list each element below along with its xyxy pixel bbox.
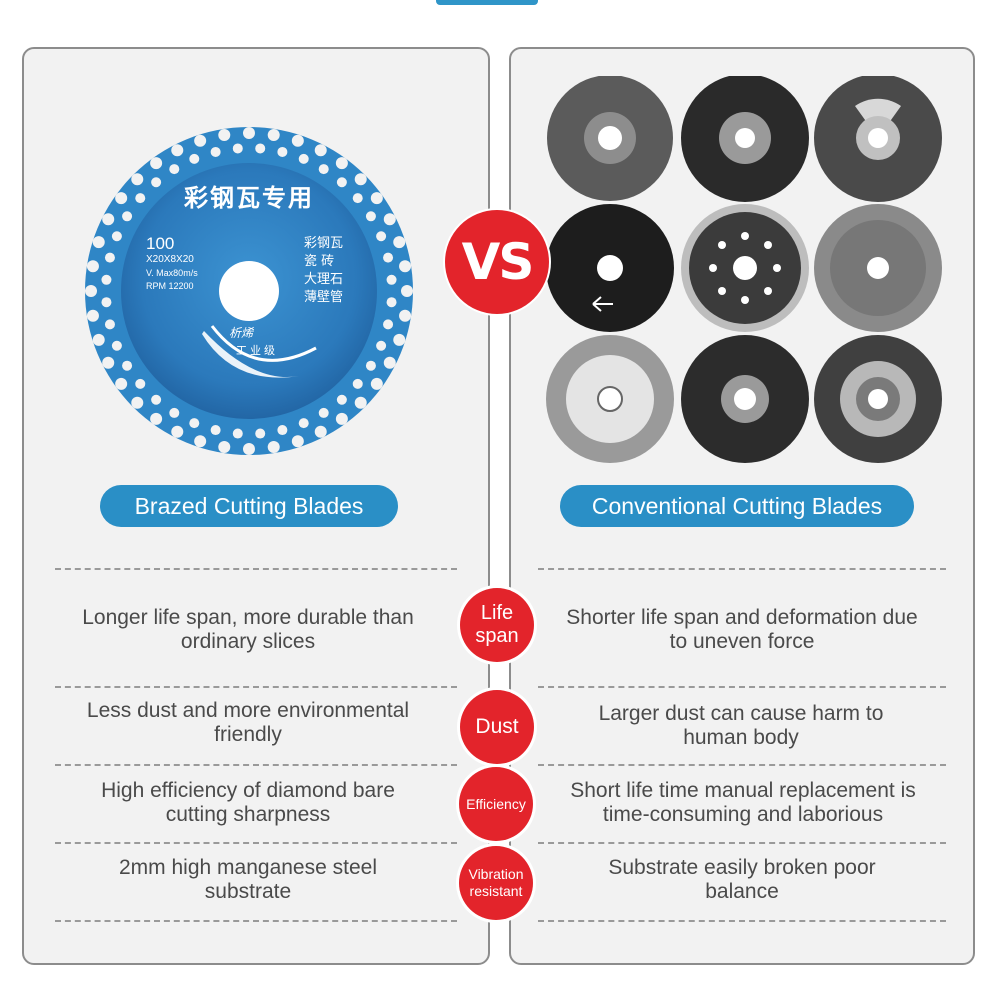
blade-side-line-4: 薄壁管	[304, 290, 344, 305]
blade-spec-1: X20X8X20	[146, 254, 194, 265]
divider	[538, 686, 946, 688]
blade-disc-4	[546, 204, 674, 332]
comparison-left-cell: High efficiency of diamond bare cutting …	[101, 779, 395, 826]
blade-disc-8	[681, 335, 809, 463]
comparison-left-cell: 2mm high manganese steel substrate	[119, 856, 377, 903]
top-tab-decoration	[436, 0, 538, 5]
comparison-badge: Life span	[460, 588, 534, 662]
conventional-blade-grid	[545, 74, 945, 466]
divider	[538, 920, 946, 922]
divider	[538, 764, 946, 766]
blade-side-line-1: 彩钢瓦	[304, 236, 344, 251]
blade-side-line-3: 大理石	[304, 272, 344, 287]
divider	[55, 920, 457, 922]
comparison-badge: Efficiency	[459, 767, 533, 841]
comparison-left-cell: Longer life span, more durable than ordi…	[82, 606, 414, 653]
divider	[538, 842, 946, 844]
divider	[55, 568, 457, 570]
blade-disc-1	[547, 75, 673, 201]
vs-badge: VS	[445, 210, 549, 314]
blade-side-line-2: 瓷 砖	[304, 254, 335, 269]
divider	[538, 568, 946, 570]
blade-disc-2	[681, 74, 809, 202]
blade-disc-5	[681, 204, 809, 332]
blade-disc-7	[546, 335, 674, 463]
comparison-right-cell: Substrate easily broken poor balance	[608, 856, 876, 903]
blade-disc-9	[814, 335, 942, 463]
comparison-badge: Vibration resistant	[459, 846, 533, 920]
blade-spec-2: V. Max80m/s	[146, 268, 198, 278]
brazed-blades-title: Brazed Cutting Blades	[100, 485, 398, 527]
divider	[55, 842, 457, 844]
blade-brand: 析烯	[229, 326, 254, 340]
blade-disc-3	[814, 74, 942, 202]
blade-disc-6	[814, 204, 942, 332]
comparison-right-cell: Short life time manual replacement is ti…	[570, 779, 916, 826]
blade-spec-3: RPM 12200	[146, 281, 194, 291]
divider	[55, 764, 457, 766]
brazed-blade-image: 彩钢瓦专用 100 X20X8X20 V. Max80m/s RPM 12200…	[84, 126, 414, 456]
comparison-right-cell: Shorter life span and deformation due to…	[566, 606, 918, 653]
blade-size: 100	[146, 234, 175, 253]
conventional-blades-title: Conventional Cutting Blades	[560, 485, 914, 527]
blade-heading: 彩钢瓦专用	[184, 184, 314, 212]
blade-grade: 工业级	[236, 344, 278, 357]
comparison-right-cell: Larger dust can cause harm to human body	[598, 702, 884, 749]
comparison-badge: Dust	[460, 690, 534, 764]
comparison-left-cell: Less dust and more environmental friendl…	[86, 699, 410, 746]
divider	[55, 686, 457, 688]
